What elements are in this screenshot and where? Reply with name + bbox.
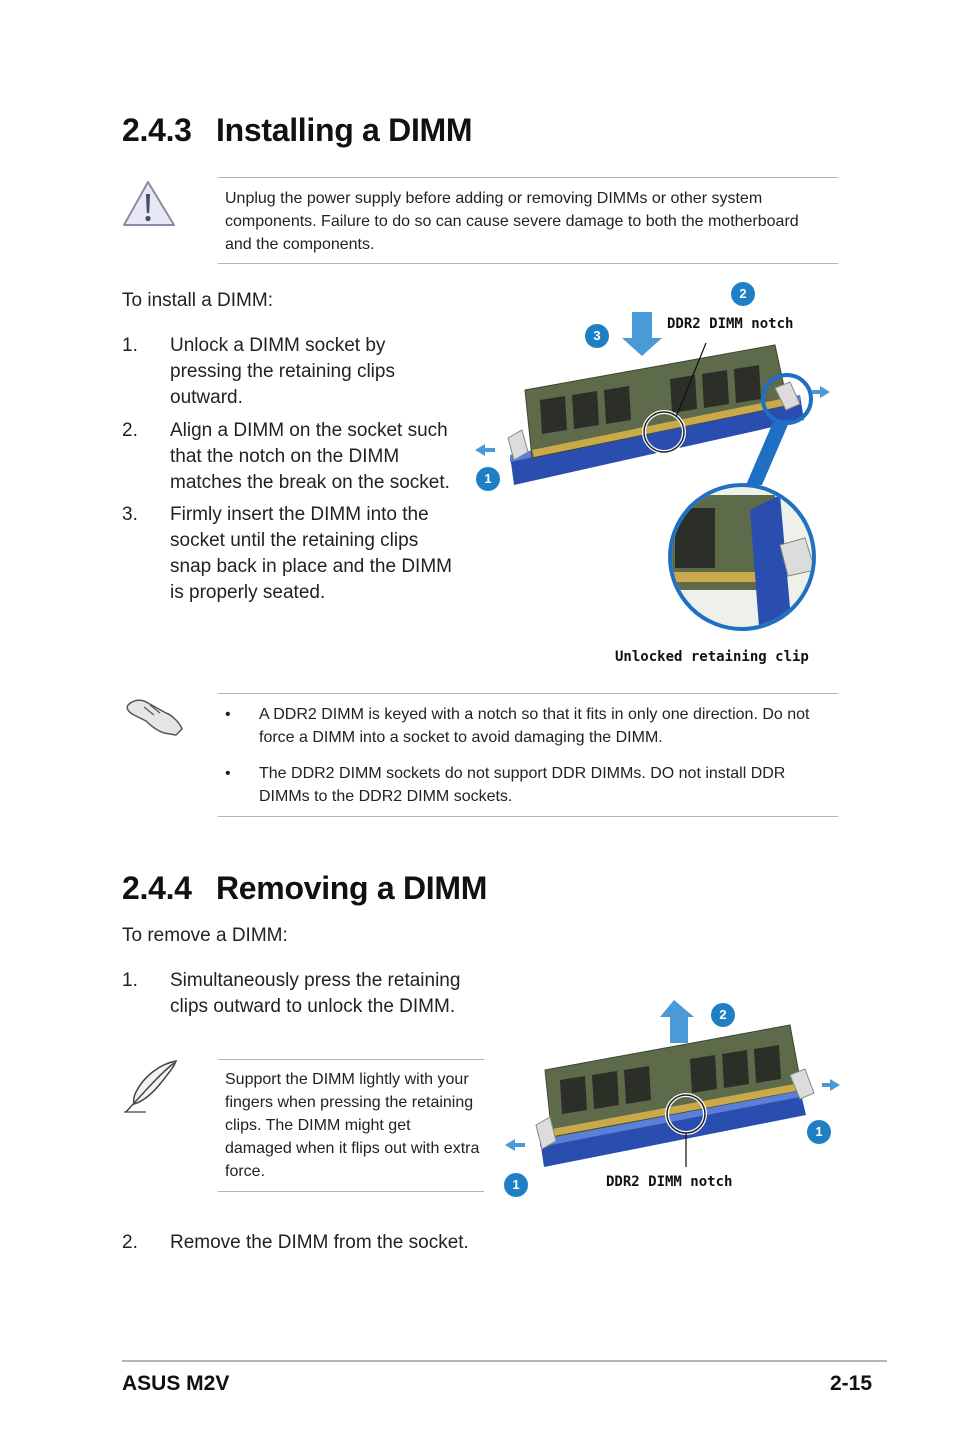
note-item: A DDR2 DIMM is keyed with a notch so tha… [259,706,810,746]
hand-note-icon [124,693,186,737]
install-badge-3: 3 [585,324,609,348]
notes-list: • A DDR2 DIMM is keyed with a notch so t… [225,703,835,813]
caution-top-rule [218,177,838,178]
step-text: Unlock a DIMM socket by pressing the ret… [170,335,395,408]
caution-text: Unplug the power supply before adding or… [225,190,799,253]
bullet: • [225,765,231,782]
step-number: 1. [122,970,138,991]
install-badge-2: 2 [731,282,755,306]
step-number: 2. [122,420,138,441]
install-badge-1: 1 [476,467,500,491]
remove-dimm-illustration [505,1000,840,1167]
step-text: Remove the DIMM from the socket. [170,1232,469,1253]
footer-rule [122,1360,887,1362]
install-step-2: 2. Align a DIMM on the socket such that … [122,418,462,498]
footer-product: ASUS M2V [122,1372,230,1395]
section-heading-removing: 2.4.4 Removing a DIMM [122,870,487,907]
notes-top-rule [218,693,838,694]
step-number: 3. [122,504,138,525]
tip-text: Support the DIMM lightly with your finge… [225,1071,480,1180]
caution-bottom-rule [218,263,838,264]
step-text: Firmly insert the DIMM into the socket u… [170,504,452,603]
footer-page-number: 2-15 [829,1372,872,1395]
install-step-3: 3. Firmly insert the DIMM into the socke… [122,502,462,612]
step-number: 2. [122,1232,138,1253]
section-title: Installing a DIMM [216,112,473,148]
note-item: The DDR2 DIMM sockets do not support DDR… [259,765,786,805]
remove-badge-2: 2 [711,1003,735,1027]
remove-notch-label: DDR2 DIMM notch [606,1174,733,1190]
remove-step-2: 2. Remove the DIMM from the socket. [122,1230,522,1260]
bullet: • [225,706,231,723]
remove-badge-1-right: 1 [807,1120,831,1144]
section-title: Removing a DIMM [216,870,488,906]
step-text: Simultaneously press the retaining clips… [170,970,461,1017]
tip-top-rule [218,1059,484,1060]
caution-icon [122,180,178,228]
section-heading-installing: 2.4.3 Installing a DIMM [122,112,473,149]
install-intro: To install a DIMM: [122,290,273,311]
remove-step-1: 1. Simultaneously press the retaining cl… [122,968,482,1024]
step-number: 1. [122,335,138,356]
section-number: 2.4.3 [122,112,192,148]
remove-badge-1-left: 1 [504,1173,528,1197]
install-dimm-illustration [475,312,830,631]
install-notch-label: DDR2 DIMM notch [667,316,794,332]
install-step-1: 1. Unlock a DIMM socket by pressing the … [122,333,462,413]
unlocked-clip-label: Unlocked retaining clip [615,649,809,665]
tip-bottom-rule [218,1191,484,1192]
remove-intro: To remove a DIMM: [122,925,288,946]
section-number: 2.4.4 [122,870,192,906]
step-text: Align a DIMM on the socket such that the… [170,420,450,493]
feather-tip-icon [120,1058,180,1116]
notes-bottom-rule [218,816,838,817]
